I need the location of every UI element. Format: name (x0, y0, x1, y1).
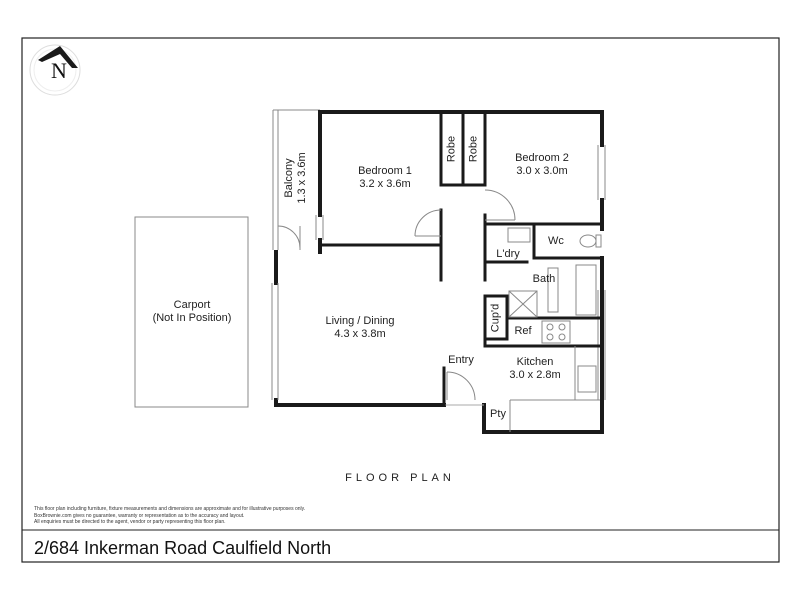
bedroom2-name: Bedroom 2 (515, 152, 569, 164)
balcony-size: 1.3 x 3.6m (296, 152, 308, 204)
robe2-label: Robe (467, 135, 480, 163)
bedroom2-label: Bedroom 2 3.0 x 3.0m (497, 152, 587, 178)
balcony-outline (272, 109, 320, 250)
disclaimer-line2: BoxBrownie.com gives no guarantee, warra… (34, 512, 245, 519)
bedroom1-name: Bedroom 1 (358, 165, 412, 177)
bath-label: Bath (532, 273, 556, 285)
ref-label: Ref (514, 325, 532, 337)
plan-title: FLOOR PLAN (345, 472, 455, 484)
wc-label: Wc (548, 235, 564, 247)
page-border (21, 37, 780, 563)
fixtures (507, 227, 602, 432)
living-size: 4.3 x 3.8m (334, 328, 386, 340)
balcony-label: Balcony 1.3 x 3.6m (283, 152, 309, 203)
entry-label: Entry (448, 354, 474, 366)
compass-letter: N (51, 58, 67, 83)
carport-name: Carport (173, 299, 211, 311)
cupd-label: Cup'd (489, 303, 502, 333)
north-compass-icon (29, 44, 81, 96)
kitchen-size: 3.0 x 2.8m (509, 369, 561, 381)
property-address: 2/684 Inkerman Road Caulfield North (34, 538, 332, 558)
bedroom1-label: Bedroom 1 3.2 x 3.6m (340, 165, 430, 191)
kitchen-label: Kitchen 3.0 x 2.8m (500, 356, 570, 382)
carport-outline (134, 216, 249, 408)
door-swings (414, 189, 516, 401)
pantry-label: Pty (490, 408, 506, 420)
balcony-name: Balcony (283, 158, 295, 198)
kitchen-name: Kitchen (516, 356, 554, 368)
living-label: Living / Dining 4.3 x 3.8m (310, 315, 410, 341)
carport-note: (Not In Position) (152, 312, 232, 324)
bedroom1-size: 3.2 x 3.6m (359, 178, 411, 190)
bedroom2-size: 3.0 x 3.0m (516, 165, 568, 177)
disclaimer: This floor plan including furniture, fix… (34, 506, 305, 526)
robe1-label: Robe (445, 135, 458, 163)
disclaimer-line1: This floor plan including furniture, fix… (34, 506, 306, 512)
laundry-label: L'dry (496, 248, 520, 260)
carport-label: Carport (Not In Position) (140, 299, 244, 325)
living-name: Living / Dining (325, 315, 395, 327)
interior-walls (318, 112, 604, 407)
disclaimer-line3: All enquiries must be directed to the ag… (34, 519, 226, 525)
